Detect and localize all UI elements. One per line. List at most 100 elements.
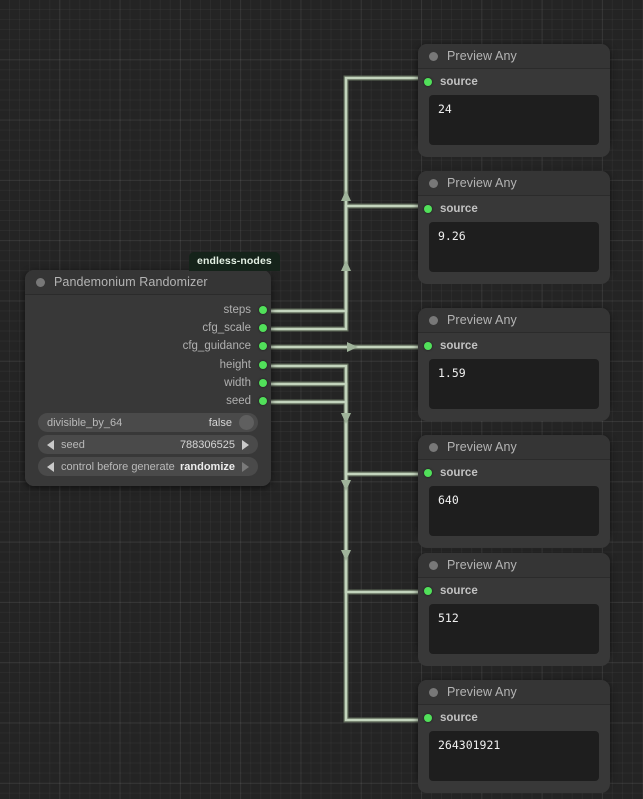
output-label-steps: steps [223, 304, 252, 316]
wire-arrow-steps [341, 190, 351, 201]
node-preview-any-cfg-guidance[interactable]: Preview Any source 1.59 [418, 308, 610, 421]
node-body: source 24 [418, 69, 610, 157]
node-title-label: Preview Any [447, 685, 517, 699]
output-slot-dot-steps[interactable] [259, 306, 267, 314]
input-slot-source[interactable]: source [418, 705, 610, 731]
output-label-width: width [224, 377, 251, 389]
node-title-label: Preview Any [447, 176, 517, 190]
preview-value-textbox[interactable]: 264301921 [429, 731, 599, 781]
widget-label-seed: seed [61, 438, 85, 451]
node-body: source 1.59 [418, 333, 610, 421]
node-preview-any-steps[interactable]: Preview Any source 24 [418, 44, 610, 157]
node-body: source 640 [418, 460, 610, 548]
input-slot-source[interactable]: source [418, 333, 610, 359]
circle-dot-icon[interactable] [429, 315, 438, 325]
node-preview-any-cfg-scale[interactable]: Preview Any source 9.26 [418, 171, 610, 284]
output-slot-cfg-scale[interactable]: cfg_scale [202, 319, 271, 337]
input-slot-dot-source[interactable] [424, 205, 432, 213]
toggle-knob-icon[interactable] [239, 415, 254, 430]
circle-dot-icon[interactable] [429, 178, 438, 188]
arrow-right-icon[interactable] [242, 461, 249, 472]
input-slot-dot-source[interactable] [424, 469, 432, 477]
arrow-right-icon[interactable] [242, 439, 249, 450]
input-slot-source[interactable]: source [418, 69, 610, 95]
input-slot-source[interactable]: source [418, 460, 610, 486]
node-title-label: Preview Any [447, 558, 517, 572]
widget-divisible-by-64[interactable]: divisible_by_64 false [38, 413, 258, 432]
circle-dot-icon[interactable] [429, 51, 438, 61]
node-title-bar[interactable]: Preview Any [418, 308, 610, 333]
output-slot-cfg-guidance[interactable]: cfg_guidance [183, 337, 271, 355]
circle-dot-icon[interactable] [429, 687, 438, 697]
output-slot-seed[interactable]: seed [226, 392, 271, 410]
output-slot-dot-cfg-scale[interactable] [259, 324, 267, 332]
wire-width [271, 382, 424, 594]
output-slot-dot-width[interactable] [259, 379, 267, 387]
wire-seed [271, 400, 424, 722]
node-title-label: Pandemonium Randomizer [54, 275, 208, 289]
node-body: source 9.26 [418, 196, 610, 284]
output-label-seed: seed [226, 395, 251, 407]
node-badge-endless-nodes: endless-nodes [189, 252, 280, 271]
input-slot-dot-source[interactable] [424, 714, 432, 722]
input-slot-dot-source[interactable] [424, 342, 432, 350]
input-label-source: source [440, 203, 478, 215]
widget-control-before-generate[interactable]: control before generate randomize [38, 457, 258, 476]
output-slot-dot-height[interactable] [259, 361, 267, 369]
circle-dot-icon[interactable] [429, 560, 438, 570]
wire-cfg-scale [271, 204, 424, 331]
output-label-cfg-scale: cfg_scale [202, 322, 251, 334]
output-slot-width[interactable]: width [224, 374, 271, 392]
input-label-source: source [440, 76, 478, 88]
output-slot-steps[interactable]: steps [224, 301, 272, 319]
node-preview-any-width[interactable]: Preview Any source 512 [418, 553, 610, 666]
node-title-bar[interactable]: Preview Any [418, 171, 610, 196]
widget-value-control-before-generate[interactable]: randomize [179, 460, 235, 473]
node-preview-any-seed[interactable]: Preview Any source 264301921 [418, 680, 610, 793]
widget-label-divisible-by-64: divisible_by_64 [47, 416, 123, 429]
widget-seed[interactable]: seed 788306525 [38, 435, 258, 454]
node-pandemonium-randomizer[interactable]: endless-nodes Pandemonium Randomizer ste… [25, 252, 280, 486]
preview-value-textbox[interactable]: 1.59 [429, 359, 599, 409]
input-label-source: source [440, 340, 478, 352]
arrow-left-icon[interactable] [47, 461, 54, 472]
node-body: steps cfg_scale cfg_guidance height widt… [25, 295, 271, 486]
input-slot-dot-source[interactable] [424, 78, 432, 86]
input-label-source: source [440, 712, 478, 724]
output-slot-height[interactable]: height [220, 356, 271, 374]
input-slot-source[interactable]: source [418, 196, 610, 222]
output-label-cfg-guidance: cfg_guidance [182, 340, 251, 352]
preview-value-textbox[interactable]: 512 [429, 604, 599, 654]
input-label-source: source [440, 585, 478, 597]
output-label-height: height [219, 359, 251, 371]
wire-steps [271, 76, 424, 313]
output-slot-dot-seed[interactable] [259, 397, 267, 405]
wire-arrow-seed [341, 550, 351, 561]
node-preview-any-height[interactable]: Preview Any source 640 [418, 435, 610, 548]
wire-height [271, 364, 424, 476]
preview-value-textbox[interactable]: 24 [429, 95, 599, 145]
circle-dot-icon[interactable] [429, 442, 438, 452]
wire-arrow-cfg-guidance [347, 342, 358, 352]
node-body: source 512 [418, 578, 610, 666]
preview-value-textbox[interactable]: 640 [429, 486, 599, 536]
node-title-bar[interactable]: Preview Any [418, 553, 610, 578]
widget-value-seed[interactable]: 788306525 [179, 438, 235, 451]
widget-label-control-before-generate: control before generate [61, 460, 175, 473]
input-slot-source[interactable]: source [418, 578, 610, 604]
widget-value-divisible-by-64: false [208, 416, 232, 429]
node-title-bar[interactable]: Preview Any [418, 44, 610, 69]
circle-dot-icon[interactable] [36, 277, 45, 287]
wire-arrow-height [341, 413, 351, 424]
preview-value-textbox[interactable]: 9.26 [429, 222, 599, 272]
wire-arrow-width [341, 480, 351, 491]
node-title-bar[interactable]: Pandemonium Randomizer [25, 270, 271, 295]
node-title-bar[interactable]: Preview Any [418, 680, 610, 705]
arrow-left-icon[interactable] [47, 439, 54, 450]
node-title-bar[interactable]: Preview Any [418, 435, 610, 460]
node-body: source 264301921 [418, 705, 610, 793]
node-title-label: Preview Any [447, 313, 517, 327]
output-slot-dot-cfg-guidance[interactable] [259, 342, 267, 350]
input-slot-dot-source[interactable] [424, 587, 432, 595]
